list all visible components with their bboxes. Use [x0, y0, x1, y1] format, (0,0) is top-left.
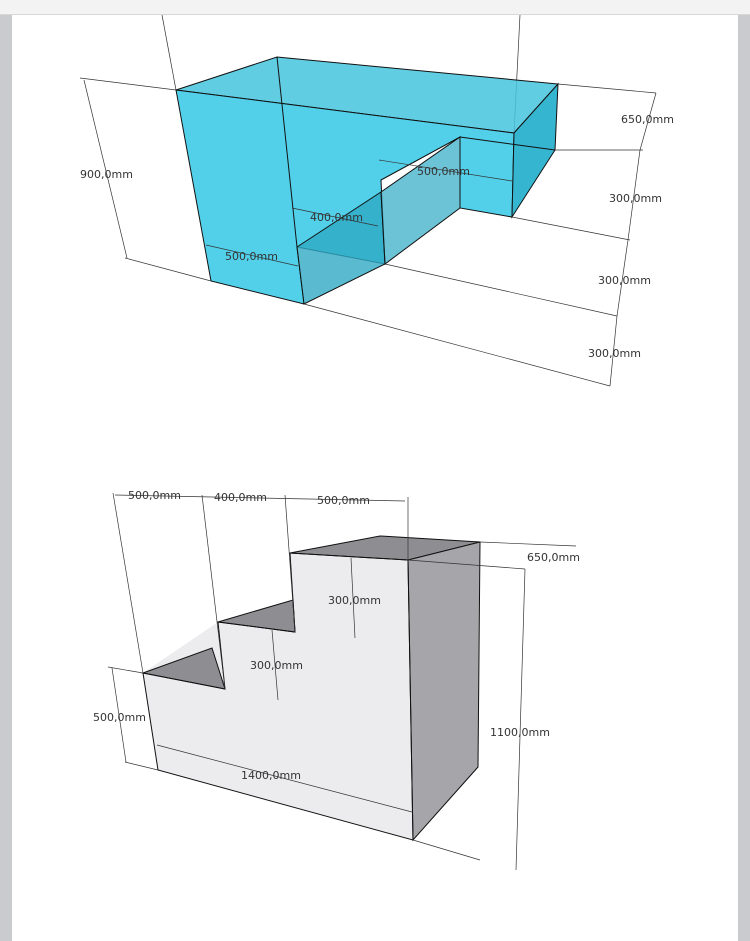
dim-tread-label: 400,0mm	[310, 211, 363, 224]
dim-total-height-label: 1100,0mm	[490, 726, 550, 739]
dim-tread-label: 500,0mm	[417, 165, 470, 178]
dim-step-height-label: 300,0mm	[588, 347, 641, 360]
dim-riser-label: 300,0mm	[250, 659, 303, 672]
dim-tread-label: 500,0mm	[225, 250, 278, 263]
dim-total-height-label: 900,0mm	[80, 168, 133, 181]
top-dimensions: 650,0mm 900,0mm 300,0mm 300,0mm 300,0mm …	[79, 77, 674, 387]
dim-width-label: 500,0mm	[128, 489, 181, 502]
dim-step-height-label: 300,0mm	[598, 274, 651, 287]
dim-width-label: 500,0mm	[317, 494, 370, 507]
transparent-stair-block	[161, 14, 560, 305]
dim-width-label: 400,0mm	[214, 491, 267, 504]
step-2-face	[380, 136, 461, 265]
dim-depth-label: 650,0mm	[621, 113, 674, 126]
dim-riser-label: 300,0mm	[328, 594, 381, 607]
bottom-dimensions: 500,0mm 400,0mm 500,0mm 650,0mm 300,0mm …	[93, 489, 580, 871]
dim-depth-label: 650,0mm	[527, 551, 580, 564]
viewer-toolbar	[0, 0, 750, 15]
dim-step-height-label: 300,0mm	[609, 192, 662, 205]
extension-line	[161, 14, 177, 91]
solid-stair-block	[141, 535, 481, 842]
dim-length-label: 1400,0mm	[241, 769, 301, 782]
dim-base-height-label: 500,0mm	[93, 711, 146, 724]
right-face	[407, 541, 481, 842]
